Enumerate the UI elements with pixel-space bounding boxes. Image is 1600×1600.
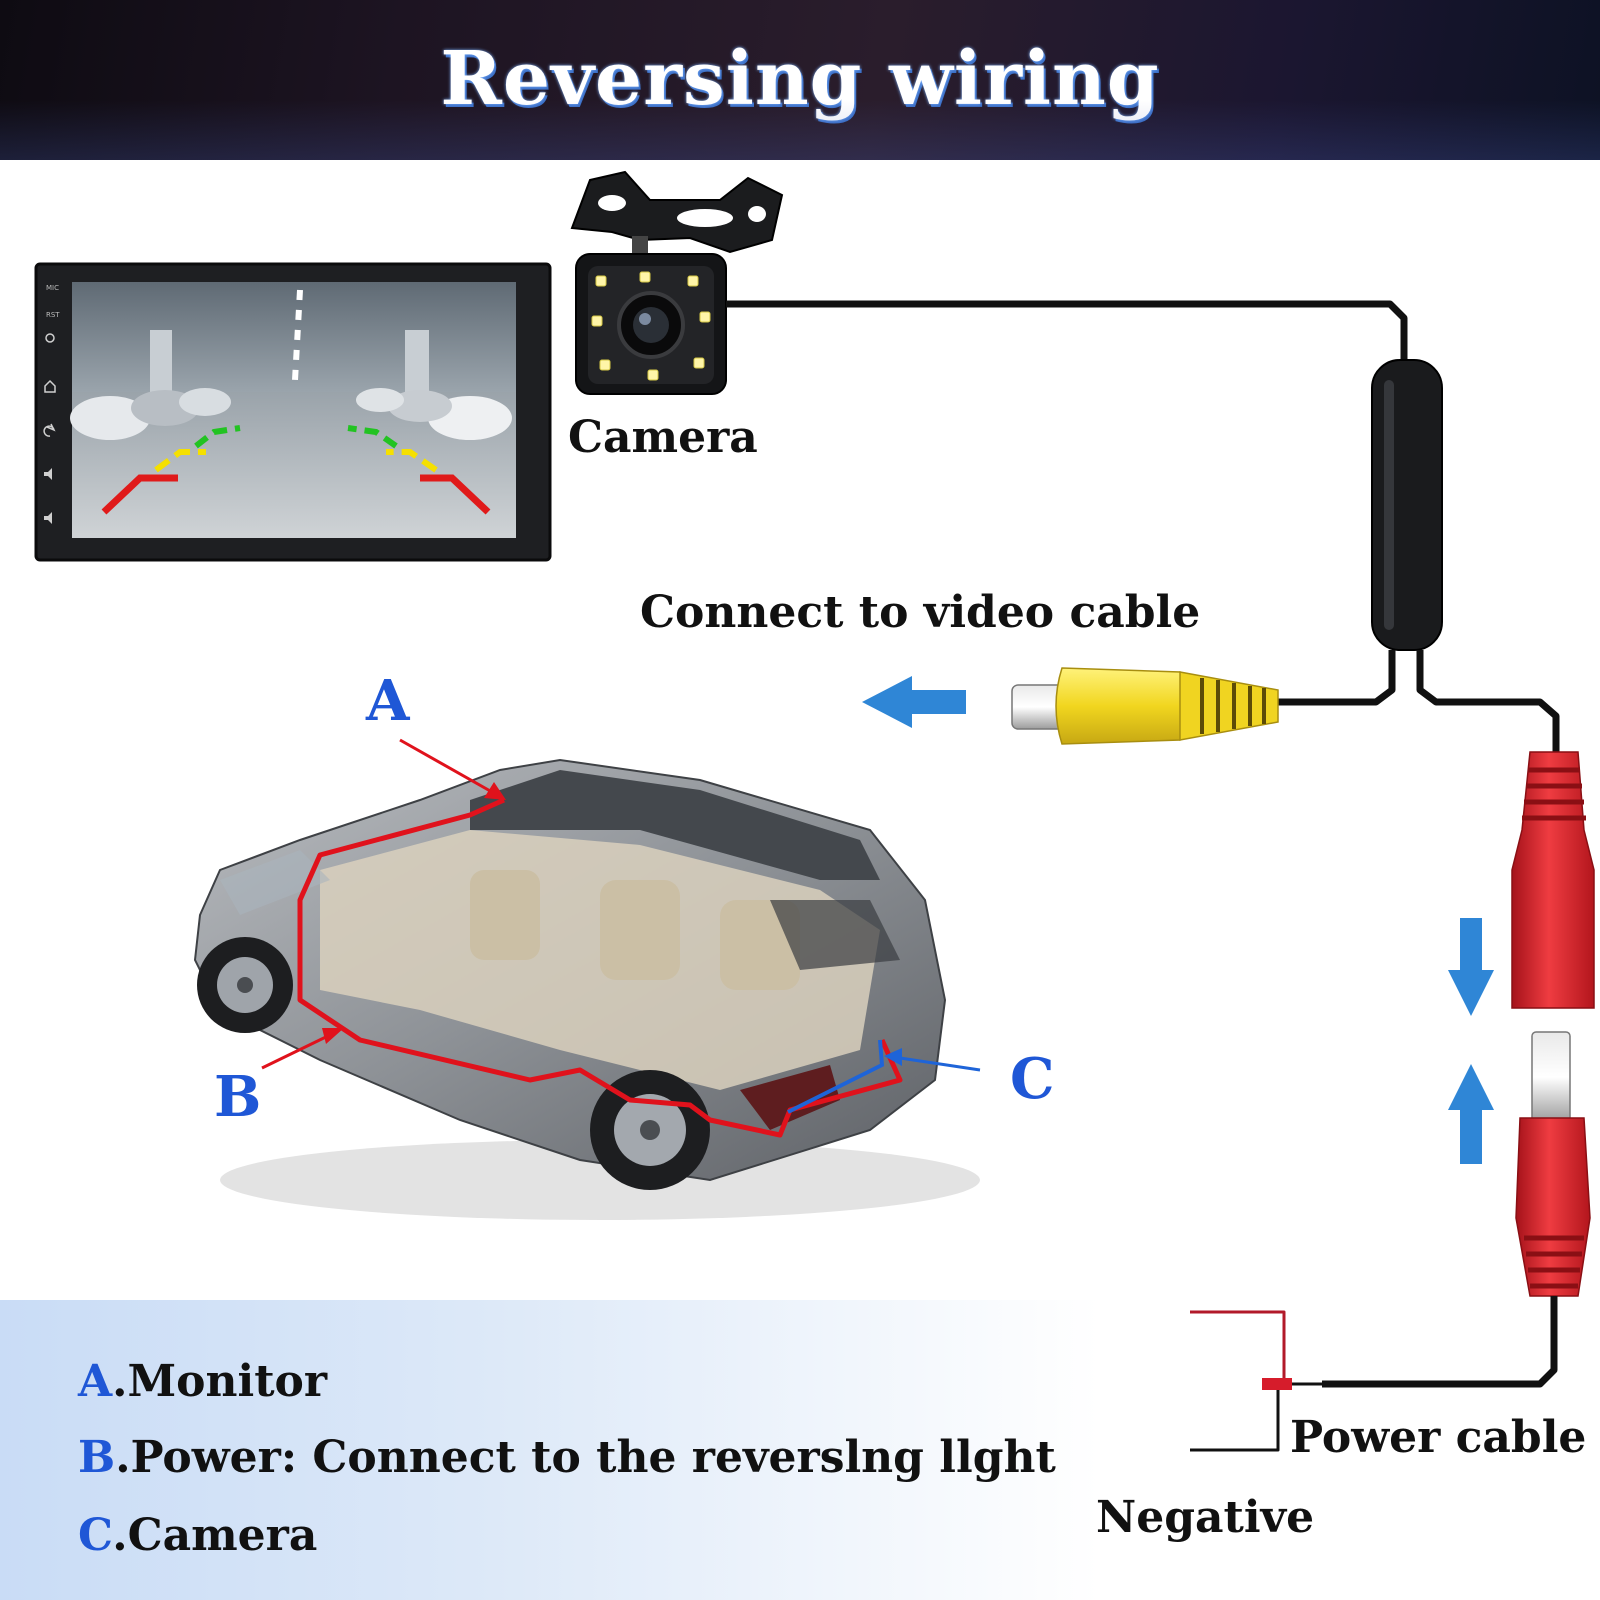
rst-label: RST xyxy=(46,311,60,319)
legend-text: .Camera xyxy=(112,1510,318,1561)
legend-key: B xyxy=(78,1432,116,1483)
power-cable-label: Power cable xyxy=(1290,1412,1587,1463)
video-cable xyxy=(726,300,1408,374)
marker-a: A xyxy=(366,668,410,734)
legend-text: .Power: Connect to the reverslng llght xyxy=(115,1432,1056,1483)
marker-a-pointer xyxy=(399,738,506,800)
connect-video-label: Connect to video cable xyxy=(640,587,1201,638)
rca-connector xyxy=(1011,667,1279,745)
marker-c-pointer xyxy=(884,1048,981,1072)
cable-junction xyxy=(1371,359,1443,651)
monitor-unit xyxy=(34,262,552,562)
home-icon[interactable] xyxy=(44,379,56,393)
volume-up-icon[interactable] xyxy=(44,468,52,480)
arrow-down-icon xyxy=(1448,918,1494,1016)
power-icon[interactable] xyxy=(45,333,55,343)
dc-male-connector xyxy=(1515,1031,1591,1297)
marker-b-pointer xyxy=(261,1028,344,1070)
split-cables xyxy=(1275,650,1560,770)
volume-down-icon[interactable] xyxy=(44,512,52,524)
legend-item-camera: C.Camera xyxy=(78,1510,317,1561)
header-banner: Reversing wiring xyxy=(0,0,1600,160)
arrow-left-icon xyxy=(862,676,966,728)
legend-item-power: B.Power: Connect to the reverslng llght xyxy=(78,1432,1056,1483)
arrow-up-icon xyxy=(1448,1064,1494,1164)
camera-unit xyxy=(570,170,784,395)
marker-b: B xyxy=(214,1064,262,1130)
legend-panel xyxy=(0,1300,1100,1600)
legend-item-monitor: A.Monitor xyxy=(78,1356,327,1407)
legend-key: A xyxy=(78,1356,113,1407)
marker-c: C xyxy=(1010,1046,1055,1112)
back-icon[interactable] xyxy=(43,423,56,437)
power-cable xyxy=(1190,1296,1558,1452)
mic-label: MIC xyxy=(46,284,59,292)
car-cutaway xyxy=(193,758,980,1220)
camera-label: Camera xyxy=(568,412,758,463)
legend-text: .Monitor xyxy=(112,1356,328,1407)
negative-label: Negative xyxy=(1096,1492,1315,1543)
dc-female-connector xyxy=(1511,751,1595,1009)
legend-key: C xyxy=(78,1510,113,1561)
